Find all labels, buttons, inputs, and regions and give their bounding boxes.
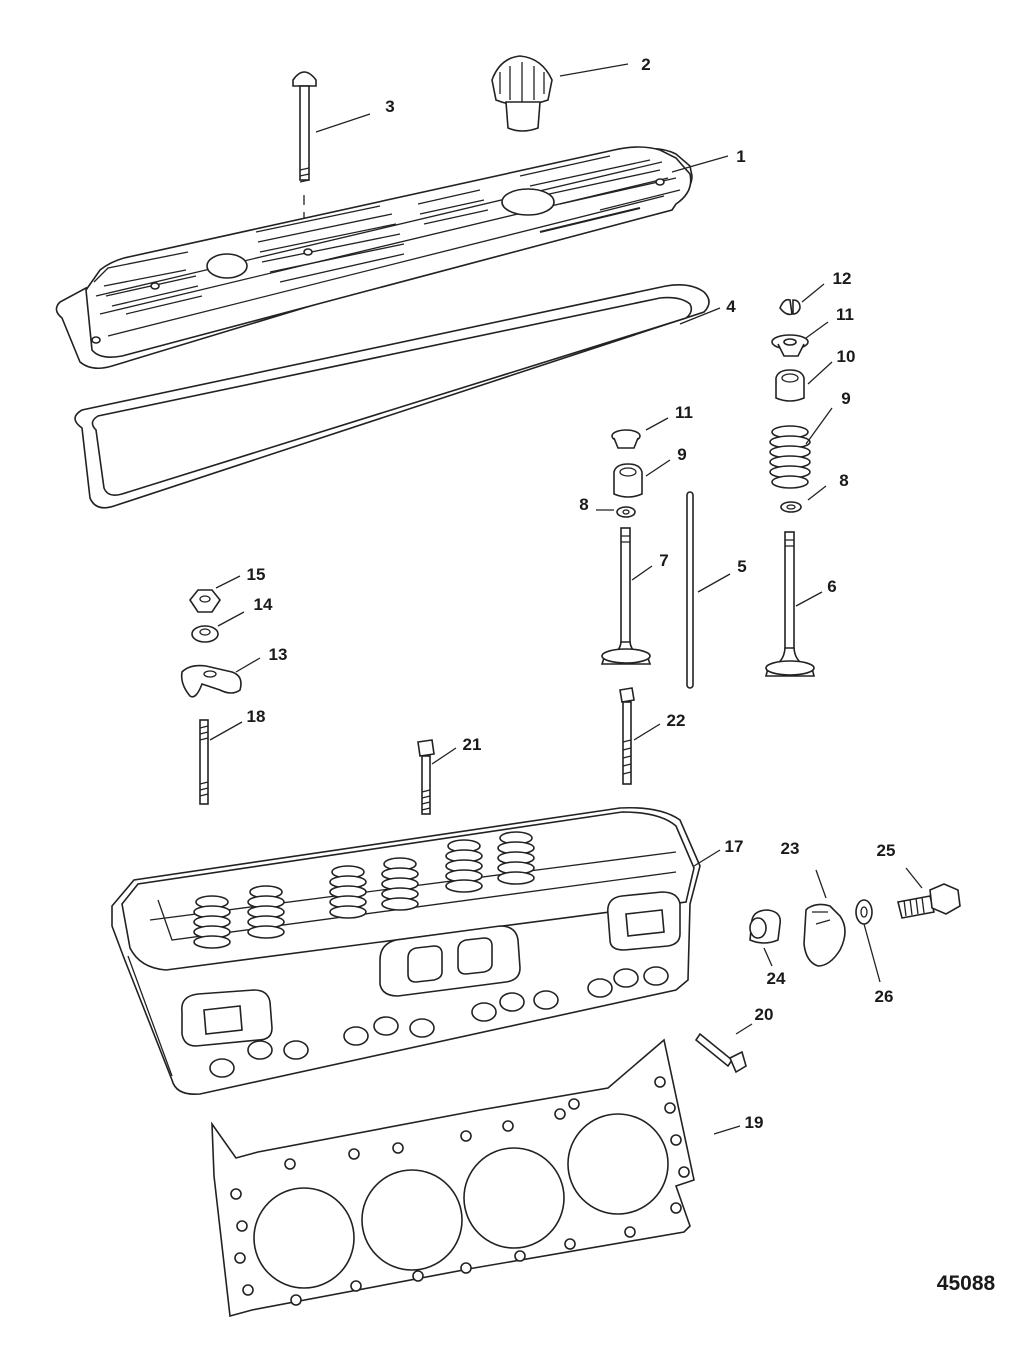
- part-26-bolt: [897, 883, 961, 919]
- figure-id: 45088: [937, 1272, 996, 1295]
- part-23-rocker-arm-stud: [619, 687, 635, 785]
- part-19-stud: [199, 719, 209, 805]
- part-1-rocker-cover: [55, 146, 693, 370]
- callout-24: 23: [781, 839, 800, 858]
- callout-22: 21: [463, 735, 482, 754]
- callout-9: 9: [677, 445, 686, 464]
- part-25-spacer: [749, 909, 782, 944]
- callout-16: 14: [254, 595, 273, 614]
- part-8-valve-shim-left: [616, 506, 636, 518]
- part-24-clamp: [803, 903, 846, 967]
- head-bolt-bosses: [209, 966, 669, 1078]
- part-16-rocker-ball: [191, 625, 219, 643]
- callout-3: 3: [385, 97, 394, 116]
- part-8-valve-shim-right: [780, 501, 802, 513]
- part-10-valve-spring: [769, 425, 811, 489]
- callout-20: 19: [745, 1113, 764, 1132]
- callout-8-left: 8: [579, 495, 588, 514]
- callout-5: 5: [737, 557, 746, 576]
- head-valve-springs: [193, 831, 535, 949]
- part-14-valve-keepers: [779, 298, 801, 316]
- callout-21: 20: [755, 1005, 774, 1024]
- part-5-push-rod: [686, 491, 694, 689]
- callout-14: 12: [833, 269, 852, 288]
- part-13-spring-retainer: [771, 334, 809, 357]
- part-15-rocker-arm: [180, 664, 242, 698]
- part-3-rocker-cover-bolt: [292, 71, 317, 222]
- callout-25: 24: [767, 969, 786, 988]
- part-4-rocker-cover-gasket: [74, 284, 710, 509]
- part-7-valve: [600, 527, 652, 665]
- part-6-valve: [764, 531, 816, 677]
- callout-2: 2: [641, 55, 650, 74]
- gasket-holes: [230, 1076, 690, 1306]
- callout-13: 11: [836, 305, 854, 324]
- part-22-head-bolt: [417, 739, 435, 815]
- callout-15: 13: [269, 645, 288, 664]
- part-17-rocker-ball-nut: [189, 589, 221, 613]
- callout-4: 4: [726, 297, 736, 316]
- part-21-bolt: [694, 1032, 747, 1074]
- part-11-valve-oil-shield: [775, 369, 805, 402]
- callout-12: 11: [675, 403, 693, 422]
- callout-8-right: 8: [839, 471, 848, 490]
- callout-17: 15: [247, 565, 266, 584]
- callout-1: 1: [736, 147, 745, 166]
- callout-23: 22: [667, 711, 686, 730]
- part-9-valve-oil-shield: [613, 463, 643, 498]
- leader-lines: [209, 63, 923, 1135]
- part-12-valve-seal: [611, 429, 641, 449]
- callout-10: 9: [841, 389, 850, 408]
- callout-19: 18: [247, 707, 266, 726]
- callout-numbers: 2 3 1 4 12 11 10 9 8 11 9 8 7 5 6 15 14 …: [247, 55, 896, 1132]
- callout-6: 6: [827, 577, 836, 596]
- callout-27: 26: [875, 987, 894, 1006]
- callout-18: 17: [725, 837, 744, 856]
- part-2-oil-filler-cap: [491, 55, 553, 132]
- part-18-cylinder-head: [111, 806, 701, 1096]
- part-20-head-gasket: [211, 1038, 695, 1318]
- part-27-washer: [855, 899, 873, 925]
- callout-7: 7: [659, 551, 668, 570]
- callout-26: 25: [877, 841, 896, 860]
- callout-11: 10: [837, 347, 856, 366]
